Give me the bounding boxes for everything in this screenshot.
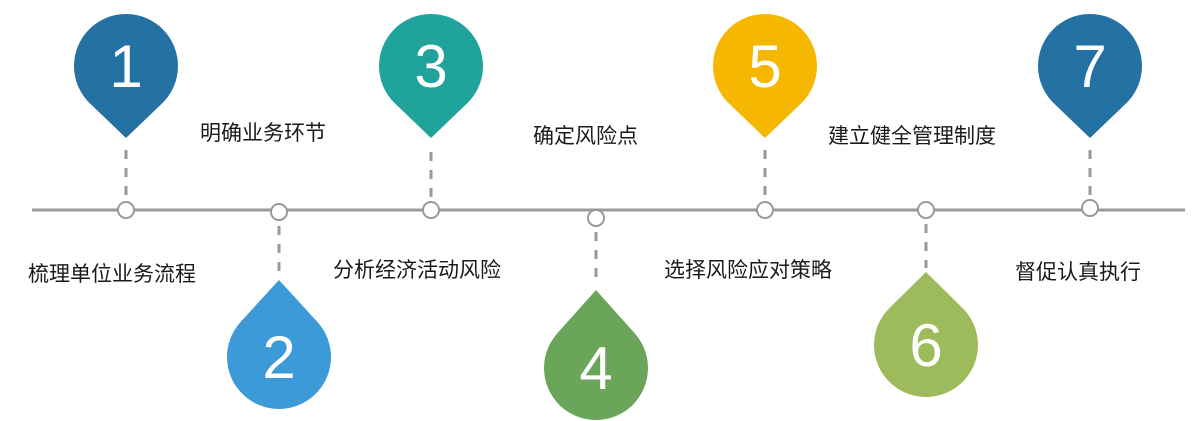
step-3-label: 分析经济活动风险 — [333, 258, 501, 282]
step-6-node — [917, 201, 935, 219]
step-4-number: 4 — [579, 335, 612, 402]
step-1-number: 1 — [109, 33, 142, 100]
step-2-pin: 2 — [227, 280, 331, 409]
step-5-number: 5 — [748, 33, 781, 100]
step-5-label: 选择风险应对策略 — [664, 258, 832, 282]
step-2-pin-shape — [227, 280, 331, 409]
step-1-pin: 1 — [74, 14, 178, 139]
step-6-pin: 6 — [874, 272, 979, 397]
step-5-pin: 5 — [712, 14, 817, 139]
step-4-label: 确定风险点 — [533, 124, 638, 148]
step-6-pin-shape — [874, 272, 979, 397]
step-4-pin-shape — [544, 290, 648, 420]
step-3-node — [422, 201, 440, 219]
step-6-number: 6 — [909, 312, 942, 379]
step-6-label: 建立健全管理制度 — [828, 124, 996, 148]
step-1-pin-shape — [74, 14, 178, 139]
step-2-number: 2 — [262, 324, 295, 391]
step-7-pin-shape — [1038, 14, 1143, 139]
step-4-pin: 4 — [544, 290, 648, 420]
step-1-node — [117, 201, 135, 219]
step-7-label: 督促认真执行 — [1015, 260, 1141, 284]
step-1-label: 梳理单位业务流程 — [28, 262, 196, 286]
step-4-node — [587, 209, 605, 227]
step-2-node — [270, 203, 288, 221]
step-2-label: 明确业务环节 — [200, 121, 326, 145]
step-3-number: 3 — [414, 33, 447, 100]
step-7-number: 7 — [1073, 33, 1106, 100]
step-7-pin: 7 — [1038, 14, 1143, 139]
step-3-pin: 3 — [378, 14, 483, 139]
step-3-pin-shape — [378, 14, 483, 139]
step-5-node — [756, 201, 774, 219]
step-7-node — [1081, 199, 1099, 217]
step-5-pin-shape — [712, 14, 817, 139]
